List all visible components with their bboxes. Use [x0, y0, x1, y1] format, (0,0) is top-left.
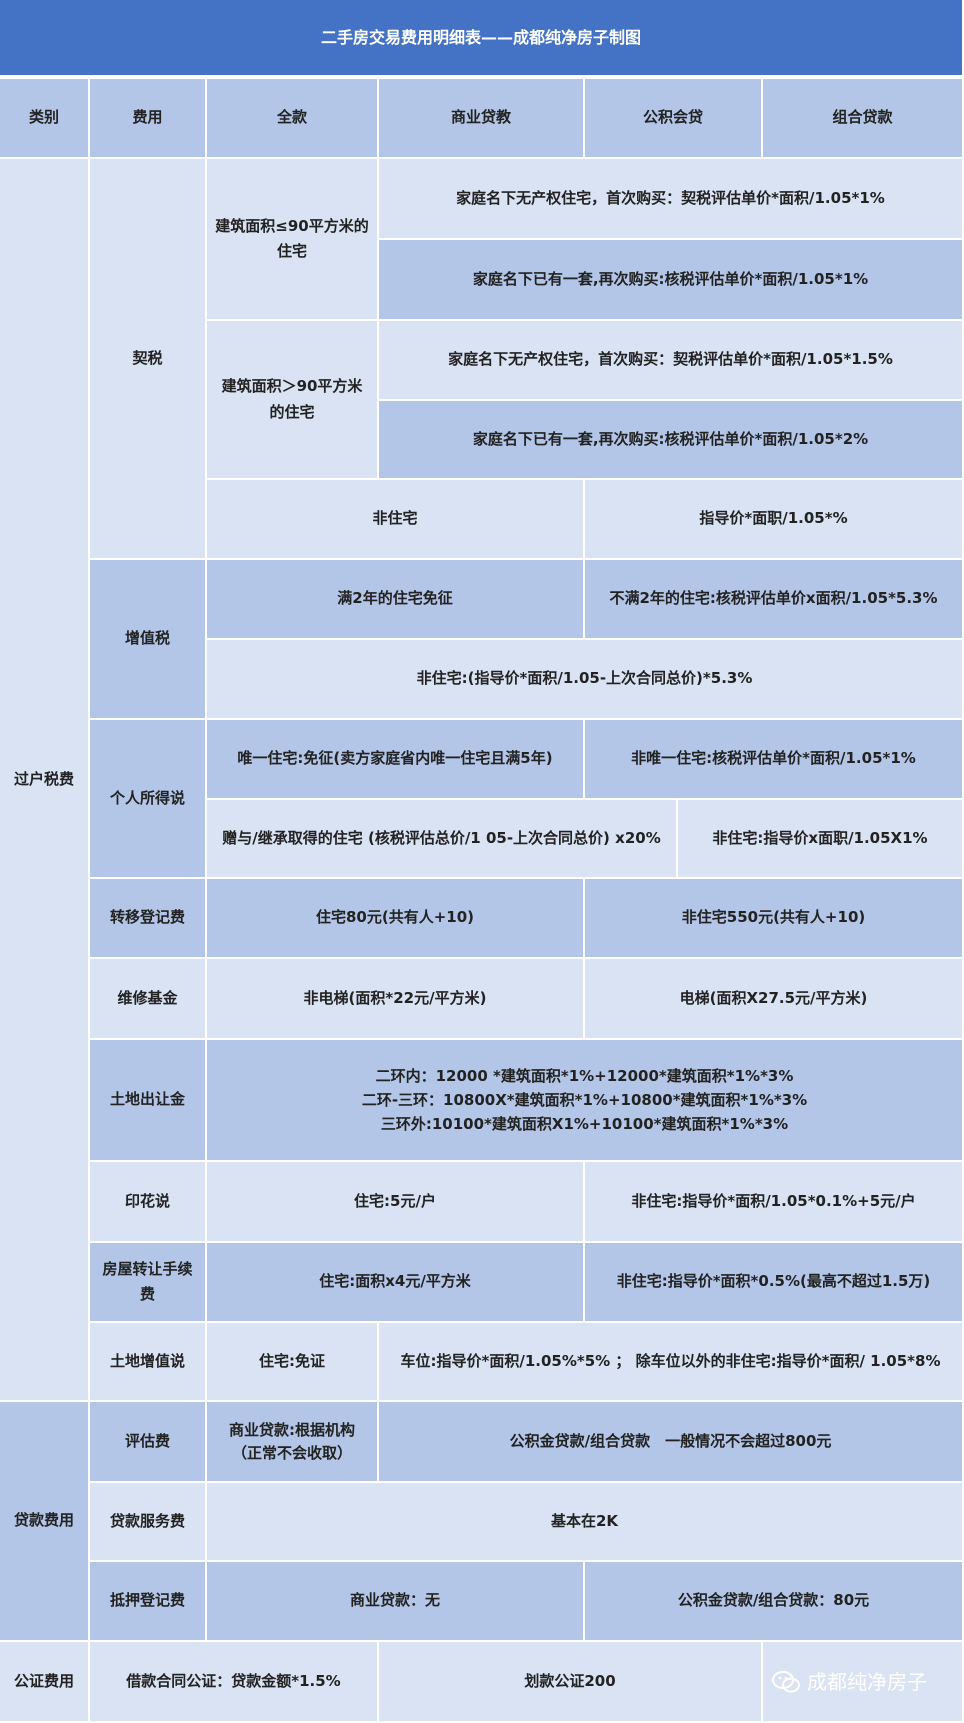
income-only: 唯一住宅:免征(卖方家庭省内唯一住宅且满5年): [207, 720, 585, 800]
fee-income-tax: 个人所得说: [90, 720, 207, 879]
category-loan: 贷款费用: [0, 1402, 90, 1642]
watermark: 成都纯净房子: [763, 1642, 964, 1723]
fee-maintenance: 维修基金: [90, 959, 207, 1040]
category-notary: 公证费用: [0, 1642, 90, 1723]
maintenance-no-elevator: 非电梯(面积*22元/平方米): [207, 959, 585, 1040]
fee-mortgage: 抵押登记费: [90, 1562, 207, 1642]
watermark-text: 成都纯净房子: [807, 1669, 927, 1694]
land-vat-res: 住宅:免证: [207, 1323, 379, 1402]
land-grant-line: 二环内：12000 *建筑面积*1%+12000*建筑面积*1%*3%: [375, 1067, 794, 1085]
fee-deed-tax: 契税: [90, 159, 207, 560]
mortgage-commercial: 商业贷款：无: [207, 1562, 585, 1642]
vat-under2: 不满2年的住宅:核税评估单价x面积/1.05*5.3%: [585, 560, 964, 640]
stamp-res: 住宅:5元/户: [207, 1162, 585, 1243]
fee-appraisal: 评估费: [90, 1402, 207, 1483]
deed-nonres: 非住宅: [207, 480, 585, 560]
fee-vat: 增值税: [90, 560, 207, 720]
land-vat-other: 车位:指导价*面积/1.05%*5% ； 除车位以外的非住宅:指导价*面积/ 1…: [379, 1323, 964, 1402]
deed-large-second: 家庭名下已有一套,再次购买:核税评估单价*面积/1.05*2%: [379, 401, 964, 480]
wechat-icon: [772, 1670, 800, 1692]
table-title: 二手房交易费用明细表——成都纯净房子制图: [0, 0, 964, 79]
registration-nonres: 非住宅550元(共有人+10): [585, 879, 964, 959]
maintenance-elevator: 电梯(面积X27.5元/平方米): [585, 959, 964, 1040]
deed-small-second: 家庭名下已有一套,再次购买:核税评估单价*面积/1.05*1%: [379, 240, 964, 321]
vat-nonres: 非住宅:(指导价*面积/1.05-上次合同总价)*5.3%: [207, 640, 964, 720]
land-grant-formulas: 二环内：12000 *建筑面积*1%+12000*建筑面积*1%*3% 二环-三…: [207, 1040, 964, 1162]
income-nonres: 非住宅:指导价x面职/1.05X1%: [678, 800, 964, 879]
fee-land-grant: 土地出让金: [90, 1040, 207, 1162]
header-combined-loan: 组合贷款: [763, 79, 964, 159]
deed-small-area: 建筑面积≤90平方米的住宅: [207, 159, 379, 321]
fee-land-vat: 土地增值说: [90, 1323, 207, 1402]
vat-over2: 满2年的住宅免征: [207, 560, 585, 640]
income-not-only: 非唯一住宅:核税评估单价*面积/1.05*1%: [585, 720, 964, 800]
registration-res: 住宅80元(共有人+10): [207, 879, 585, 959]
header-commercial-loan: 商业贷教: [379, 79, 585, 159]
notary-transfer: 划款公证200: [379, 1642, 763, 1723]
fee-loan-service: 贷款服务费: [90, 1483, 207, 1562]
notary-loan-contract: 借款合同公证：贷款金额*1.5%: [90, 1642, 379, 1723]
header-fund-loan: 公积会贷: [585, 79, 763, 159]
fee-stamp: 印花说: [90, 1162, 207, 1243]
category-transfer: 过户税费: [0, 159, 90, 1402]
appraisal-fund: 公积金贷款/组合贷款 一般情况不会超过800元: [379, 1402, 964, 1483]
header-fee: 费用: [90, 79, 207, 159]
loan-service-value: 基本在2K: [207, 1483, 964, 1562]
header-category: 类别: [0, 79, 90, 159]
deed-small-first: 家庭名下无产权住宅，首次购买：契税评估单价*面积/1.05*1%: [379, 159, 964, 240]
header-full-payment: 全款: [207, 79, 379, 159]
deed-large-first: 家庭名下无产权住宅，首次购买：契税评估单价*面积/1.05*1.5%: [379, 321, 964, 401]
fee-handling: 房屋转让手续费: [90, 1243, 207, 1323]
land-grant-line: 二环-三环：10800X*建筑面积*1%+10800*建筑面积*1%*3%: [361, 1091, 808, 1109]
appraisal-commercial: 商业贷款:根据机构（正常不会收取）: [207, 1402, 379, 1483]
mortgage-fund: 公积金贷款/组合贷款：80元: [585, 1562, 964, 1642]
handling-res: 住宅:面积x4元/平方米: [207, 1243, 585, 1323]
deed-nonres-formula: 指导价*面职/1.05*%: [585, 480, 964, 560]
land-grant-line: 三环外:10100*建筑面积X1%+10100*建筑面积*1%*3%: [380, 1115, 789, 1133]
handling-nonres: 非住宅:指导价*面积*0.5%(最高不超过1.5万): [585, 1243, 964, 1323]
fee-registration: 转移登记费: [90, 879, 207, 959]
stamp-nonres: 非住宅:指导价*面积/1.05*0.1%+5元/户: [585, 1162, 964, 1243]
income-gift: 赠与/继承取得的住宅 (核税评估总价/1 05-上次合同总价) x20%: [207, 800, 678, 879]
deed-large-area: 建筑面积＞90平方米的住宅: [207, 321, 379, 480]
